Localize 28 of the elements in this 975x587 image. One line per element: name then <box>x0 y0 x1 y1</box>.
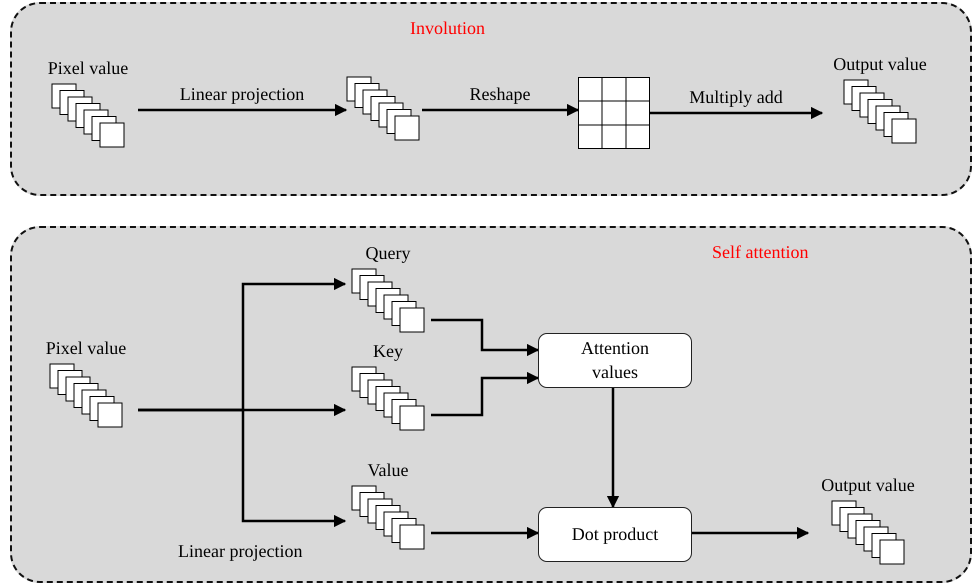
arrow <box>138 408 346 528</box>
arrow <box>138 104 348 116</box>
stack-label: Output value <box>833 54 927 75</box>
text-label: Linear projection <box>178 541 302 562</box>
arrow <box>650 106 824 120</box>
stack-label: Output value <box>821 475 915 496</box>
group-panel <box>10 2 972 196</box>
edge-label: Linear projection <box>180 84 304 105</box>
process-box: Dot product <box>538 507 692 562</box>
arrow <box>431 372 540 416</box>
grid-drawing <box>578 77 650 149</box>
arrow <box>692 526 810 540</box>
stack-label: Key <box>373 341 403 362</box>
stack-label: Pixel value <box>48 58 128 79</box>
panel-title: Involution <box>410 18 485 39</box>
arrow <box>606 388 620 508</box>
arrow <box>431 526 540 540</box>
process-box: Attention values <box>538 333 692 388</box>
stack-label: Value <box>368 460 408 481</box>
arrow <box>431 318 540 356</box>
feature-map-stack-drawing <box>346 76 422 142</box>
edge-label: Multiply add <box>689 87 783 108</box>
stack-label: Query <box>366 243 410 264</box>
stack-label: Pixel value <box>46 338 126 359</box>
group-panel <box>10 226 972 583</box>
arrow <box>422 104 580 116</box>
edge-label: Reshape <box>470 84 530 105</box>
panel-title: Self attention <box>712 242 808 263</box>
